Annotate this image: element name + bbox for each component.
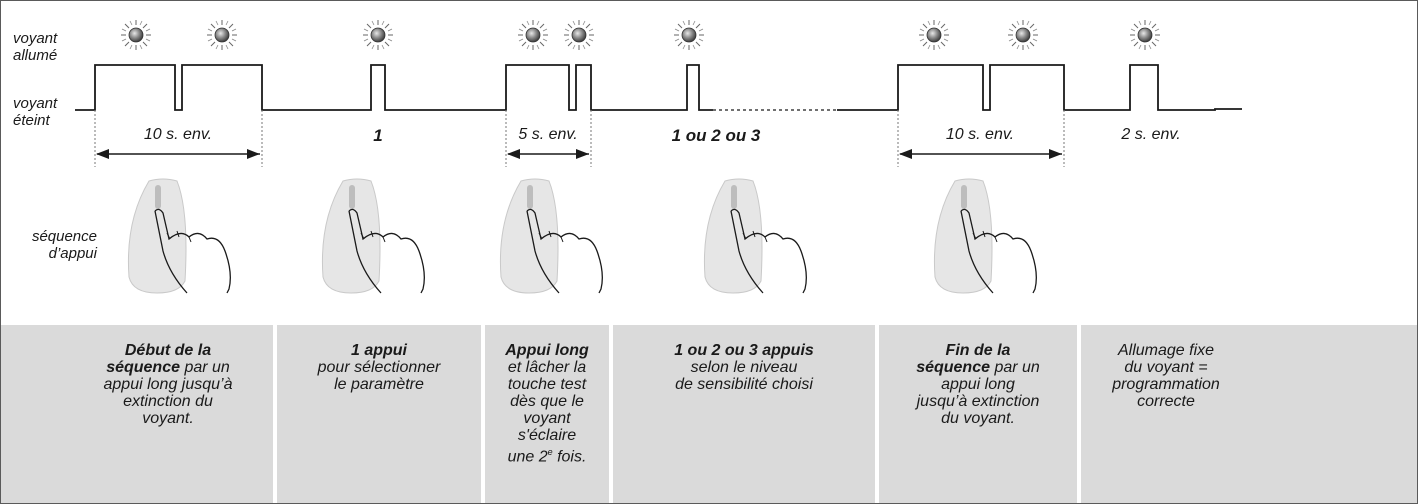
led-signal-waveform (75, 64, 713, 111)
column-separator (1077, 325, 1081, 503)
duration-label-4: 1 ou 2 ou 3 (671, 126, 761, 145)
column-separator (609, 325, 613, 503)
duration-label-5: 10 s. env. (945, 126, 1015, 143)
duration-label-3: 5 s. env. (518, 126, 578, 143)
duration-label-6: 2 s. env. (1121, 126, 1181, 143)
led-on-label-line1: voyant (13, 30, 58, 47)
finger-press-icon (127, 178, 231, 294)
instruction-panel: Début de la séquence par un appui long j… (1, 325, 1417, 503)
press-sequence-label-line1: séquence (31, 228, 97, 245)
finger-press-icon (499, 178, 603, 294)
timing-diagram (75, 19, 1242, 294)
led-icon (918, 19, 950, 51)
column-separator (875, 325, 879, 503)
step-sensitivity-description: 1 ou 2 ou 3 appuis selon le niveau de se… (674, 342, 814, 393)
press-sequence-label: séquence d’appui (11, 228, 97, 262)
finger-press-icon (933, 178, 1037, 294)
duration-label-2: 1 (373, 126, 383, 145)
led-signal-waveform-2 (837, 64, 1242, 111)
step-long-press-description: Appui long et lâcher la touche test dès … (505, 342, 589, 466)
step-select-description: 1 appui pour sélectionner le paramètre (317, 342, 441, 393)
led-off-label: voyant éteint (13, 95, 57, 129)
duration-label-1: 10 s. env. (143, 126, 213, 143)
step-start-description: Début de la séquence par un appui long j… (103, 342, 233, 427)
led-icon (362, 19, 394, 51)
finger-press-icon (703, 178, 807, 294)
led-off-label-line2: éteint (13, 112, 50, 129)
led-on-label: voyant allumé (13, 30, 57, 64)
led-icon (1007, 19, 1039, 51)
led-off-label-line1: voyant (13, 95, 58, 112)
step-confirm-description: Allumage fixe du voyant = programmation … (1112, 342, 1220, 410)
timing-guides (94, 110, 1065, 167)
led-icon (517, 19, 549, 51)
finger-press-icon (321, 178, 425, 294)
led-icon (1129, 19, 1161, 51)
led-on-label-line2: allumé (13, 47, 58, 64)
step-end-description: Fin de la séquence par un appui long jus… (916, 342, 1040, 427)
led-icon (673, 19, 705, 51)
led-icon (563, 19, 595, 51)
led-icon (120, 19, 152, 51)
led-icon (206, 19, 238, 51)
press-sequence-label-line2: d’appui (48, 245, 97, 262)
column-separator (481, 325, 485, 503)
column-separator (273, 325, 277, 503)
